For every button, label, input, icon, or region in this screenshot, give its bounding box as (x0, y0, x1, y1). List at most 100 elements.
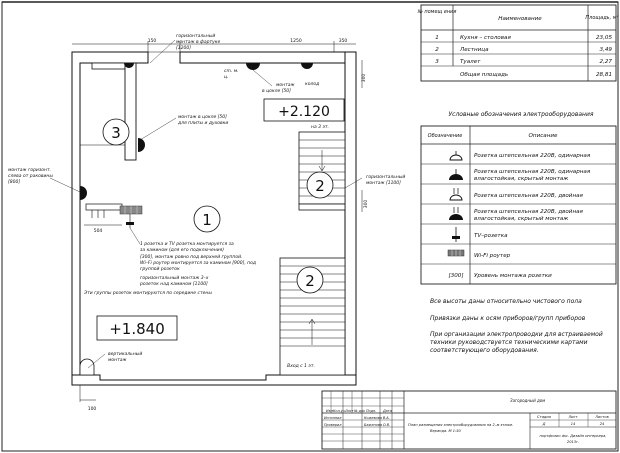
legend-desc: Уровень монтажа розетки (474, 273, 552, 279)
plan-socket-icon (246, 63, 260, 70)
level-box (96, 315, 178, 341)
annotation-line: [800] (8, 179, 20, 185)
plan-socket-icon (124, 63, 134, 68)
note-heights: Все высоты даны относительно чистового п… (430, 298, 582, 305)
plan-socket-icon (138, 138, 145, 152)
dimension-label: 300 (363, 200, 369, 209)
area-col-area-header: Площадь, м² (585, 15, 618, 21)
stamp-org-line: 2013г. (567, 440, 579, 444)
stamp-role: Проверил (324, 423, 342, 427)
group-note-line: группой розеток (140, 266, 180, 272)
group-note-line: горизонтальный монтаж 3–х (140, 275, 209, 281)
stamp-header: Лист (344, 409, 355, 413)
wifi-router-icon (447, 249, 465, 257)
level-mark: +1.840 (109, 320, 165, 338)
stamp-stage-header: Стадия (537, 415, 552, 419)
room-number: 2 (315, 177, 325, 195)
area-row-name: Кухня – столовая (460, 35, 511, 41)
stamp-title-line: Веранда. М 1:50 (430, 429, 462, 433)
annotation-line: слева от раковины (8, 174, 53, 179)
annotation-line: горизонтальный (366, 174, 405, 180)
annotation-line: монтаж (108, 358, 127, 363)
plan-socket-icon (79, 358, 95, 376)
area-row-num: 1 (435, 35, 439, 41)
stamp-header: № док (353, 409, 366, 413)
title-block: Изм. Кол.уч. Лист № док Подп. Дата Испол… (321, 390, 617, 450)
stamp-name: Баженова О.В. (364, 423, 390, 427)
area-row-value: 2,27 (600, 59, 613, 65)
stamp-org-line: портфолио dsc. Дизайн интерьера, (540, 434, 607, 438)
plan-socket-icon (301, 63, 313, 69)
tv-socket-icon (452, 227, 460, 242)
area-row-name: Лестница (459, 47, 489, 53)
area-row-num: 3 (435, 59, 439, 65)
stairs-up-label: на 3 эт. (311, 124, 329, 130)
stamp-header: Дата (382, 409, 392, 413)
socket-single-icon (449, 151, 463, 161)
notes: Все высоты даны относительно чистового п… (430, 298, 603, 354)
area-table: № помещ ения Наименование Площадь, м² 1 … (417, 4, 619, 82)
note-bindings: Привязки даны к осям приборов/групп приб… (430, 315, 586, 322)
dimension-label: 150 (148, 38, 157, 44)
annotation-line: [1200] (176, 45, 191, 51)
annotation-line: монтаж [1100] (366, 180, 401, 186)
legend-desc-line: Розетка штепсельная 220В, одинарная (474, 169, 591, 175)
area-row-value: 3,49 (600, 47, 613, 53)
legend: Условные обозначения электрооборудования… (420, 111, 617, 285)
legend-desc: TV–розетка (474, 233, 508, 239)
level-box (263, 98, 345, 122)
stamp-sheet: 14 (571, 422, 576, 426)
annotation-cm: cm. м. (224, 69, 239, 74)
plan-annotations: горизонтальный монтаж в фартуке [1200] c… (8, 33, 405, 369)
group-note-line: Эти группы розеток монтируются по середи… (83, 290, 212, 296)
legend-desc-line: Розетка штепсельная 220В, двойная (474, 209, 584, 215)
stamp-sheets-header: Листов (594, 415, 608, 419)
stamp-header: Изм. (326, 409, 334, 413)
stairs-entry-label: Вход с 1 эт. (287, 363, 315, 369)
annotation-line: для плиты и духовки (177, 121, 228, 126)
dimension-label: 504 (94, 228, 103, 234)
room-number-circle (306, 171, 334, 199)
annotation-line: монтаж (276, 83, 295, 88)
room-number-circle (296, 266, 324, 294)
stamp-header: Подп. (366, 409, 376, 413)
socket-double-icon (449, 188, 463, 201)
annotation-line: в цокле [50] (262, 88, 291, 94)
dimension-label: 100 (88, 406, 97, 412)
note-wiring-line: При организации электропроводки для встр… (430, 331, 603, 338)
legend-col-desc: Описание (529, 133, 558, 139)
room-number-circle (193, 205, 221, 233)
stamp-stage: Д (542, 422, 546, 426)
room-number: 1 (202, 211, 212, 229)
floor-plan: 3 1 2 2 +2.120 +1.840 на 3 эт. Вход с 1 … (8, 33, 405, 412)
area-row-num: 2 (435, 47, 439, 53)
room-number: 2 (305, 272, 315, 290)
group-note-line: [300], монтаж ровно под верхней группой. (140, 254, 242, 260)
plan-socket-icon (80, 186, 87, 200)
dimension-label: 350 (339, 38, 348, 44)
stamp-name: Кожевова В.А. (364, 416, 390, 420)
legend-col-symbol: Обозначение (428, 133, 463, 139)
area-col-name-header: Наименование (498, 16, 542, 22)
fireplace-socket-group (119, 205, 143, 228)
height-label-icon: [300] (448, 273, 463, 279)
note-wiring-line: соответствующего оборудования. (430, 347, 539, 354)
room-number: 3 (111, 124, 121, 142)
area-row-value: 23,05 (596, 35, 612, 41)
group-note-line: Wi–Fi роутер монтируется за камином [900… (140, 260, 256, 266)
stairs-upper (298, 131, 346, 211)
stamp-project: Загородный дом (510, 398, 545, 403)
area-row-name: Туалет (460, 59, 481, 65)
area-total-label: Общая площадь (460, 72, 508, 78)
legend-desc-line: влагостойкая, скрытый монтаж (474, 176, 568, 182)
annotation-cm: ц. (224, 75, 229, 80)
stamp-sheets: 24 (600, 422, 605, 426)
group-note-line: за камином (для его подключения) (140, 247, 224, 253)
dimension-label: 300 (361, 74, 367, 83)
area-total-value: 28,81 (596, 72, 612, 78)
dimension-lines: 150 1250 350 300 300 504 100 (72, 38, 369, 412)
annotation-line: вертикальный (108, 351, 142, 357)
level-mark: +2.120 (278, 104, 330, 120)
legend-desc: Розетка штепсельная 220В, одинарная (474, 153, 591, 159)
annotation-line: горизонтальный (176, 33, 215, 39)
